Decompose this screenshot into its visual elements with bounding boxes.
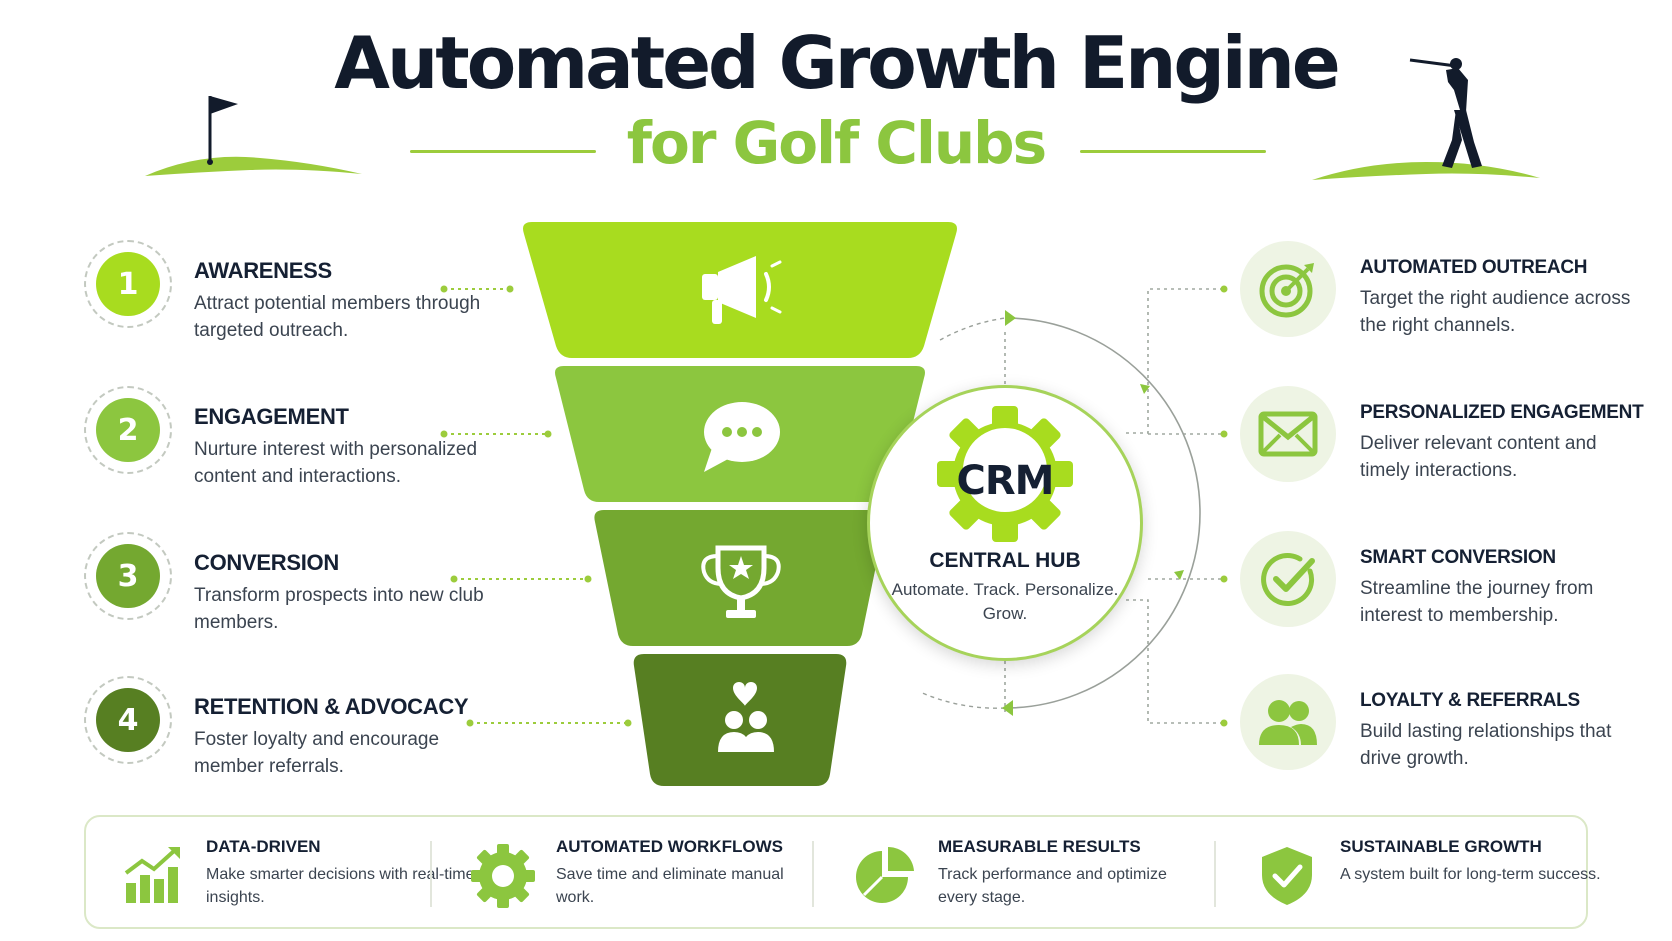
benefit-title: AUTOMATED WORKFLOWS — [556, 837, 783, 856]
page-subtitle: for Golf Clubs — [626, 109, 1047, 177]
benefits-bar: DATA-DRIVEN Make smarter decisions with … — [84, 815, 1601, 929]
feature-description: Build lasting relationships that drive g… — [1360, 721, 1612, 769]
hub-description: Automate. Track. Personalize. Grow. — [891, 580, 1119, 623]
envelope-icon — [1258, 411, 1318, 457]
golf-flag-icon — [145, 96, 362, 176]
stage-number: 1 — [96, 252, 160, 316]
feature-description: Streamline the journey from interest to … — [1360, 578, 1594, 626]
feature-title: AUTOMATED OUTREACH — [1360, 257, 1588, 278]
trophy-icon — [701, 545, 781, 618]
gear-icon — [471, 844, 535, 908]
benefit-description: Make smarter decisions with real-time in… — [206, 866, 475, 906]
stage-description: Foster loyalty and encourage member refe… — [194, 729, 440, 777]
benefit-title: MEASURABLE RESULTS — [938, 837, 1141, 856]
hub-crm-label: CRM — [956, 458, 1055, 504]
gear-icon — [937, 406, 1073, 542]
benefit-description: A system built for long-term success. — [1340, 866, 1601, 883]
benefit-title: SUSTAINABLE GROWTH — [1340, 837, 1542, 856]
feature-title: SMART CONVERSION — [1360, 547, 1556, 568]
title-divider-left — [410, 150, 596, 153]
check-circle-icon — [1261, 553, 1315, 606]
stage-number: 4 — [96, 688, 160, 752]
stage-title: AWARENESS — [194, 258, 332, 283]
stage-title: RETENTION & ADVOCACY — [194, 694, 469, 719]
stage-title: ENGAGEMENT — [194, 404, 349, 429]
page-title: Automated Growth Engine — [334, 21, 1340, 105]
target-icon — [1259, 263, 1314, 318]
feature-title: LOYALTY & REFERRALS — [1360, 690, 1580, 711]
benefit-divider — [430, 841, 432, 907]
growth-chart-icon — [124, 847, 180, 903]
people-icon — [1259, 700, 1317, 745]
stage-number: 3 — [96, 544, 160, 608]
benefit-divider — [812, 841, 814, 907]
golfer-icon — [1312, 58, 1540, 180]
benefit-description: Track performance and optimize every sta… — [938, 866, 1167, 906]
stage-number: 2 — [96, 398, 160, 462]
title-divider-right — [1080, 150, 1266, 153]
stage-description: Nurture interest with personalized conte… — [194, 439, 478, 487]
stage-title: CONVERSION — [194, 550, 339, 575]
members-heart-icon — [718, 682, 774, 752]
feature-description: Target the right audience across the rig… — [1360, 288, 1631, 336]
shield-check-icon — [1262, 847, 1312, 905]
chat-bubble-icon — [704, 402, 780, 472]
crm-central-hub: CRM CENTRAL HUB Automate. Track. Persona… — [867, 385, 1143, 661]
benefit-description: Save time and eliminate manual work. — [556, 866, 784, 906]
stage-description: Transform prospects into new club member… — [194, 585, 484, 633]
pie-chart-icon — [856, 846, 914, 903]
feature-description: Deliver relevant content and timely inte… — [1360, 433, 1597, 481]
benefit-divider — [1214, 841, 1216, 907]
benefit-title: DATA-DRIVEN — [206, 837, 321, 856]
feature-title: PERSONALIZED ENGAGEMENT — [1360, 402, 1644, 423]
stage-description: Attract potential members through target… — [194, 293, 481, 341]
megaphone-icon — [702, 256, 782, 324]
hub-title: CENTRAL HUB — [929, 549, 1081, 572]
